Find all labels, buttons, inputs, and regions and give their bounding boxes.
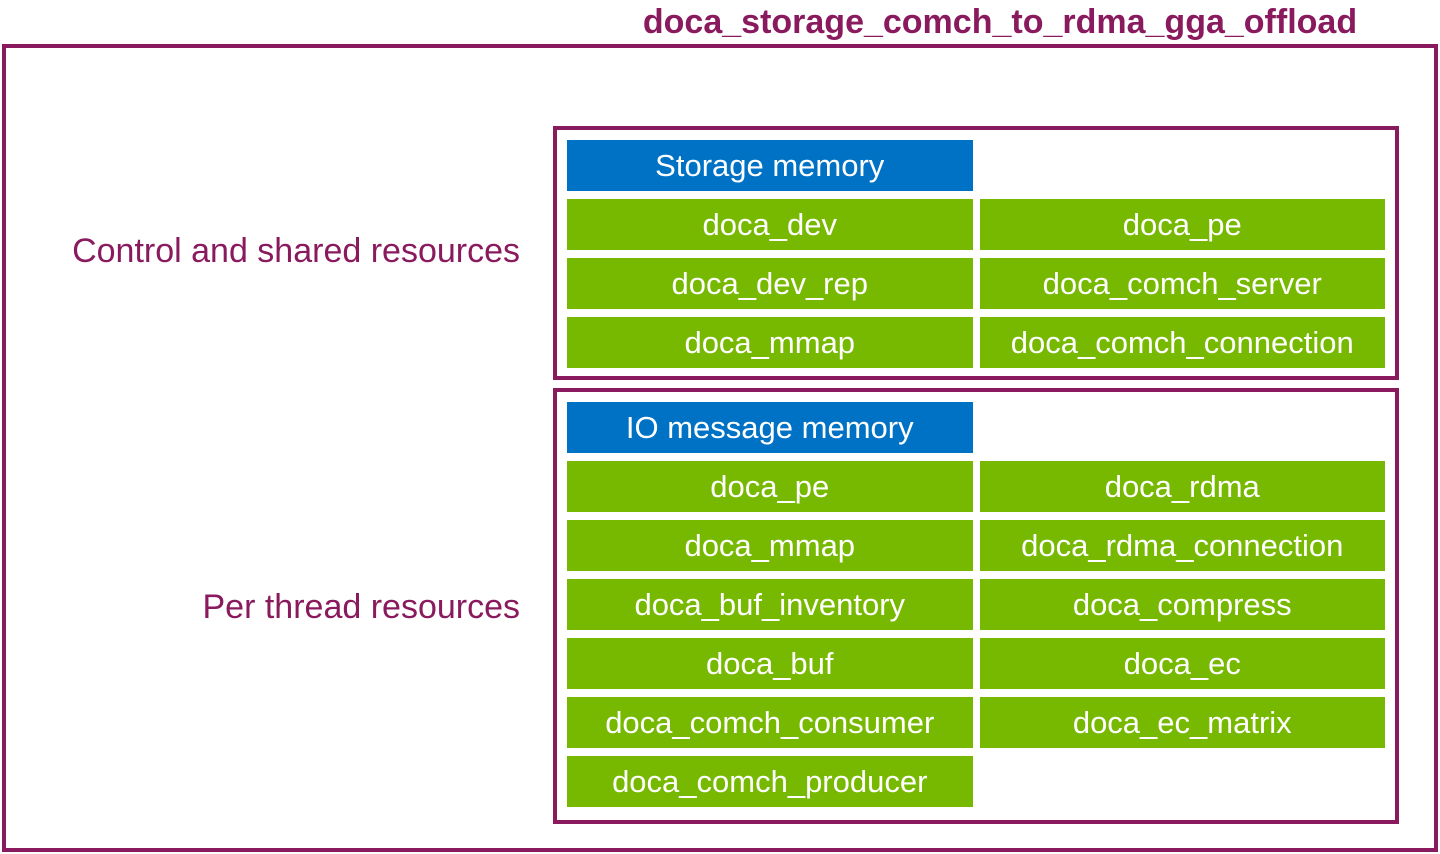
memory-header: Storage memory (567, 140, 973, 191)
resource-cell: doca_dev (567, 199, 973, 250)
resource-cell: doca_pe (567, 461, 973, 512)
header-spacer (980, 402, 1386, 453)
resource-cell: doca_dev_rep (567, 258, 973, 309)
empty-cell (980, 756, 1386, 807)
resource-cell: doca_comch_consumer (567, 697, 973, 748)
resource-cell: doca_comch_connection (979, 317, 1385, 368)
resource-cell: doca_rdma_connection (979, 520, 1385, 571)
resource-cell: doca_buf (567, 638, 973, 689)
diagram-title: doca_storage_comch_to_rdma_gga_offload (642, 3, 1358, 41)
resource-cell: doca_ec (979, 638, 1385, 689)
resource-cell: doca_compress (979, 579, 1385, 630)
outer-box (2, 44, 1438, 852)
resource-cell: doca_mmap (567, 520, 973, 571)
resource-cell: doca_comch_server (979, 258, 1385, 309)
resource-cell: doca_pe (979, 199, 1385, 250)
resource-cell: doca_buf_inventory (567, 579, 973, 630)
resource-cell: doca_comch_producer (567, 756, 973, 807)
resource-cell: doca_rdma (979, 461, 1385, 512)
section-label-per-thread: Per thread resources (202, 588, 521, 626)
header-spacer (980, 140, 1386, 191)
memory-header: IO message memory (567, 402, 973, 453)
resource-cell: doca_mmap (567, 317, 973, 368)
resource-cell: doca_ec_matrix (979, 697, 1385, 748)
section-label-control-shared: Control and shared resources (72, 232, 520, 270)
